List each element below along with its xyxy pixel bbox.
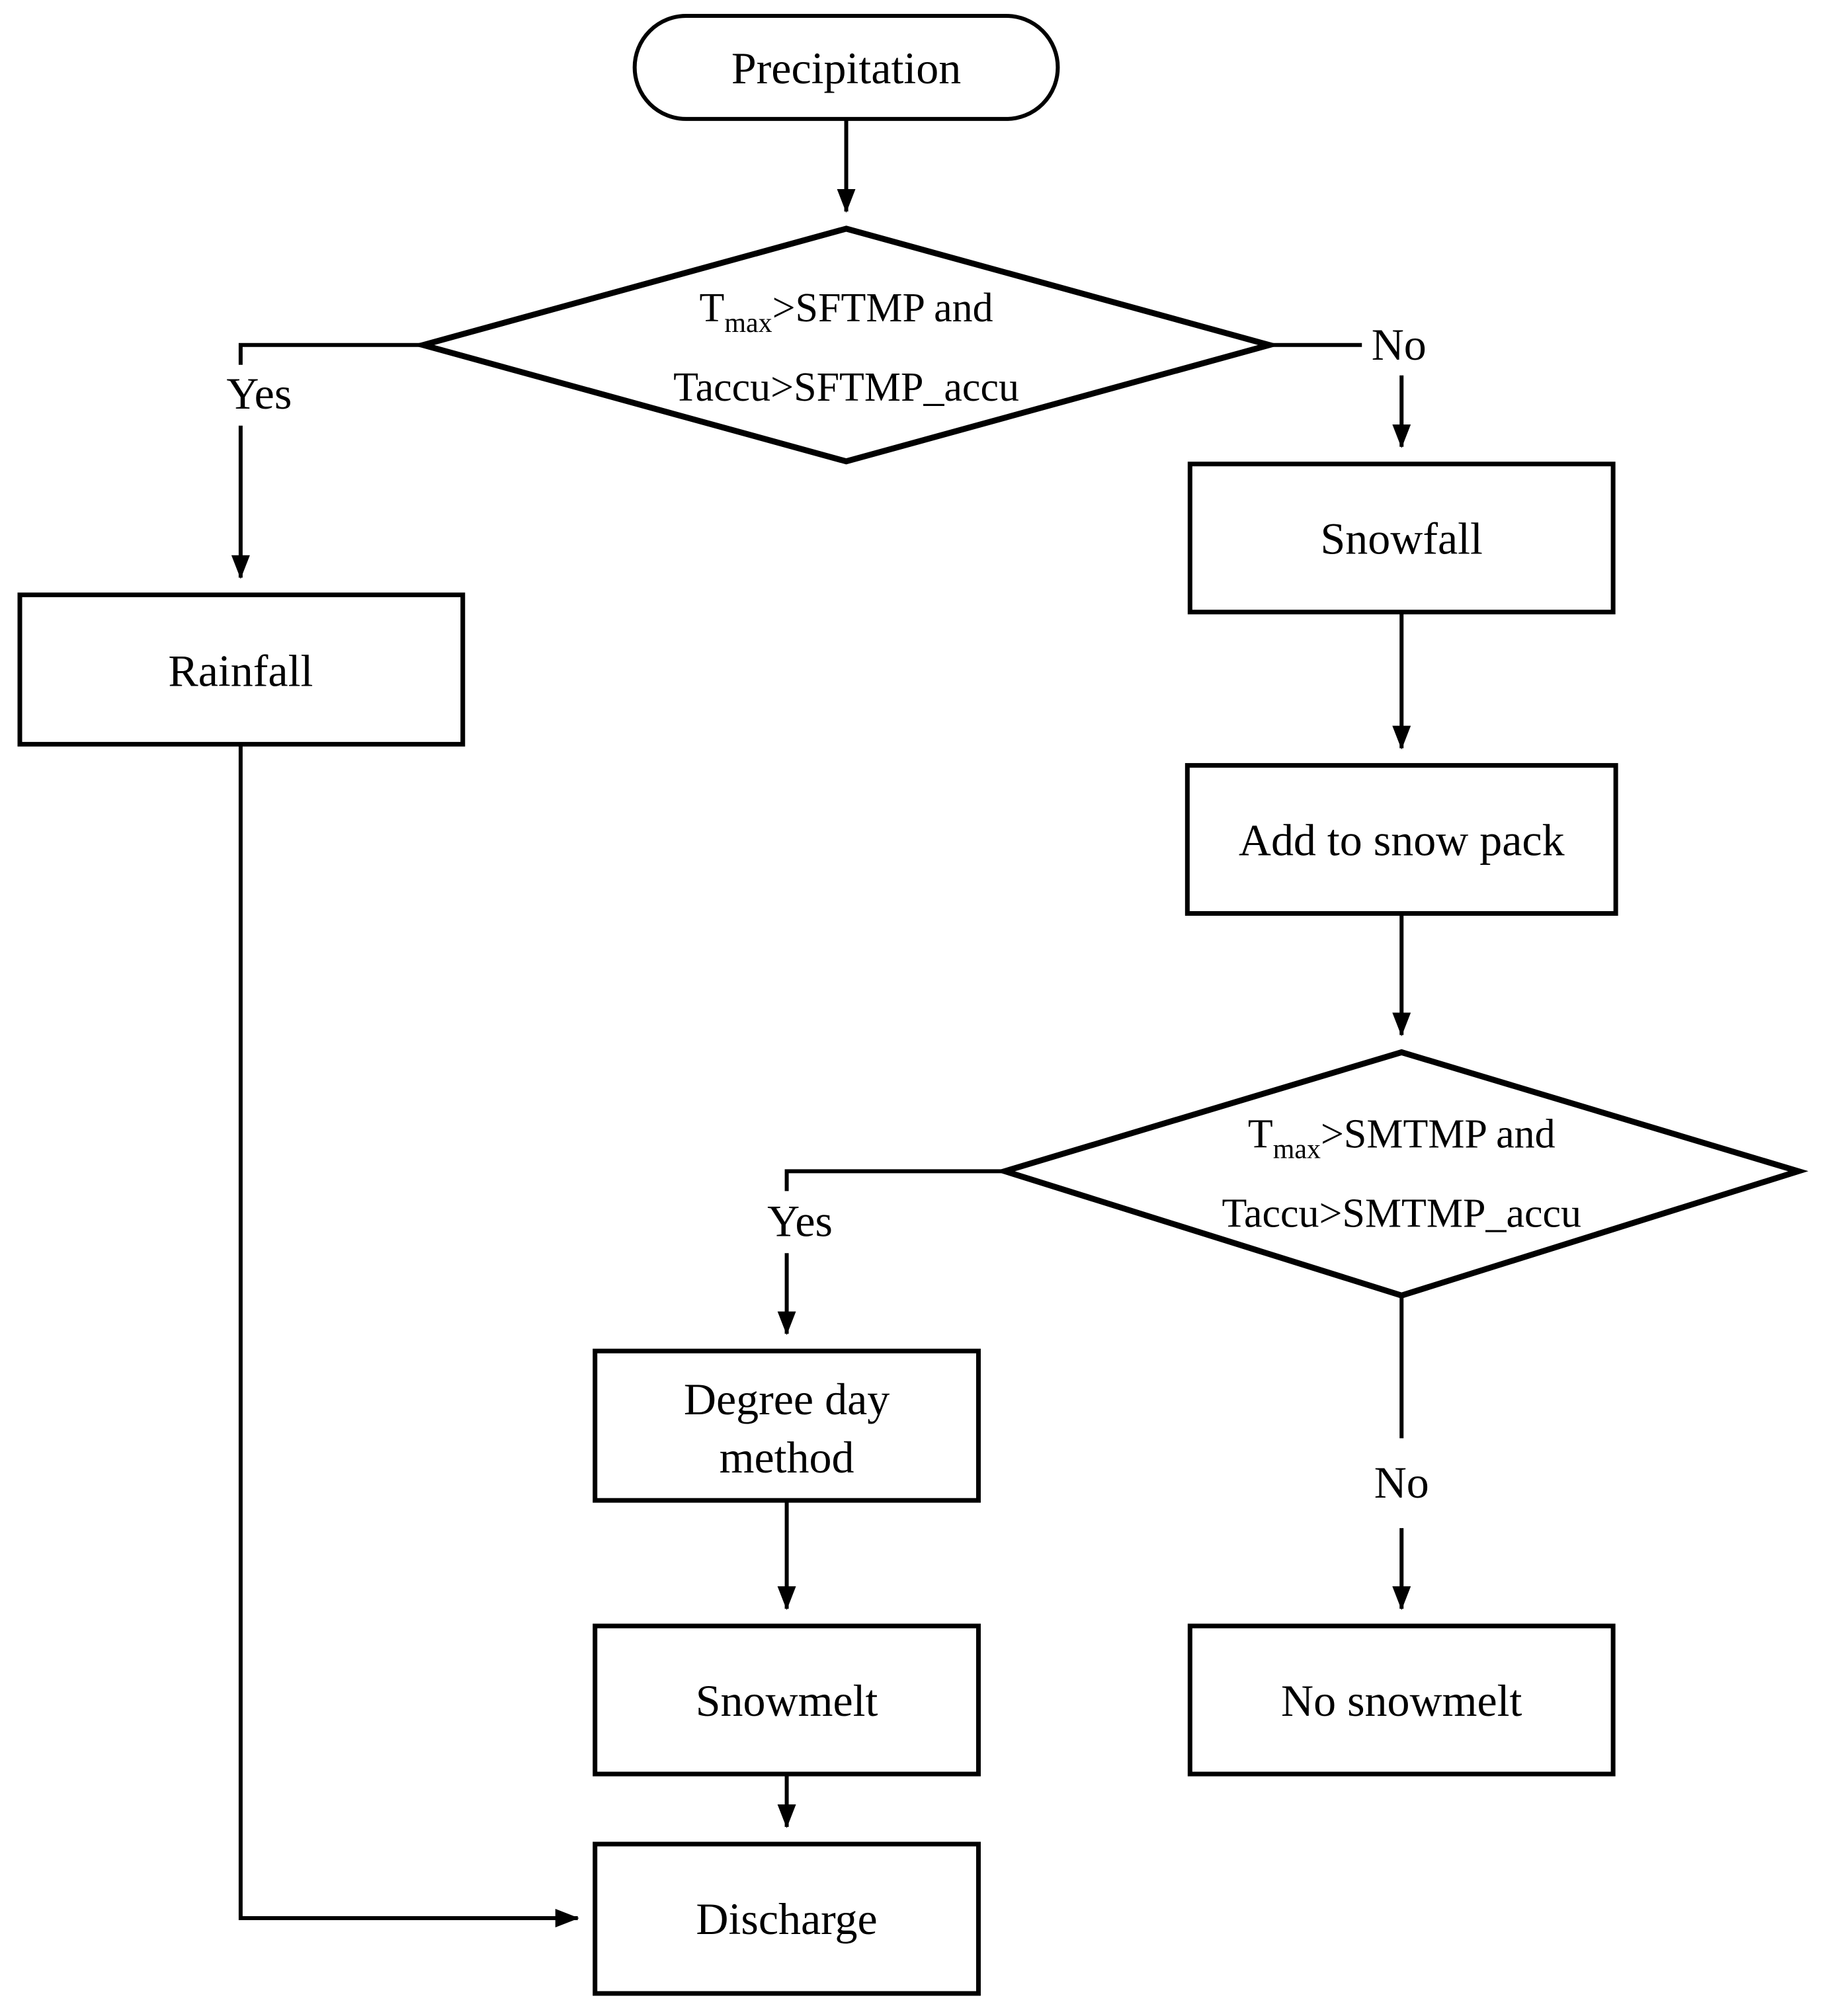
- decision-snowmelt-line1: Tmax>SMTMP and: [1248, 1111, 1556, 1164]
- condition-rest: >SFTMP and: [772, 286, 993, 331]
- edge-decision2-yes: [777, 1169, 1005, 1336]
- node-snowmelt: Snowmelt: [593, 1623, 981, 1777]
- add-to-snow-pack-shape: [1184, 763, 1618, 916]
- condition-rest: >SMTMP and: [1321, 1111, 1556, 1156]
- decision-snowmelt-line2: Taccu>SMTMP_accu: [1222, 1191, 1581, 1236]
- snowfall-shape: [1187, 462, 1616, 615]
- snowmelt-shape: [593, 1623, 981, 1777]
- snowfall-label: Snowfall: [1321, 514, 1483, 564]
- decision1-yes-label: Yes: [226, 368, 292, 419]
- edge-decision1-yes: [231, 343, 423, 579]
- degree-day-method-label-line2: method: [720, 1432, 854, 1482]
- node-discharge: Discharge: [593, 1841, 981, 1996]
- edge-rainfall-to-discharge: [238, 744, 579, 1927]
- rainfall-shape: [17, 592, 466, 747]
- decision-snowfall-shape: [411, 225, 1281, 465]
- node-decision-snowmelt: Tmax>SMTMP and Taccu>SMTMP_accu: [995, 1049, 1809, 1299]
- node-degree-day-method: Degree day method: [593, 1348, 981, 1503]
- node-add-to-snow-pack: Add to snow pack: [1184, 763, 1618, 916]
- node-snowfall: Snowfall: [1187, 462, 1616, 615]
- node-no-snowmelt: No snowmelt: [1187, 1623, 1616, 1777]
- tmax-subscript: max: [1273, 1134, 1321, 1164]
- tmax-t: T: [1248, 1111, 1273, 1156]
- no-snowmelt-shape: [1187, 1623, 1616, 1777]
- discharge-shape: [593, 1841, 981, 1996]
- snowmelt-label: Snowmelt: [696, 1675, 878, 1726]
- decision-snowfall-line2: Taccu>SFTMP_accu: [673, 365, 1019, 410]
- decision-snowmelt-shape: [995, 1049, 1809, 1299]
- add-to-snow-pack-label: Add to snow pack: [1239, 815, 1565, 866]
- tmax-t: T: [699, 286, 724, 331]
- decision2-yes-label: Yes: [767, 1195, 833, 1246]
- precipitation-shape: [632, 13, 1060, 121]
- node-precipitation: Precipitation: [632, 13, 1060, 121]
- decision-snowfall-line1: Tmax>SFTMP and: [699, 286, 993, 339]
- node-decision-snowfall: Tmax>SFTMP and Taccu>SFTMP_accu: [411, 225, 1281, 465]
- edge-decision1-no: [1269, 343, 1411, 448]
- rainfall-label: Rainfall: [168, 646, 313, 696]
- degree-day-method-shape: [593, 1348, 981, 1503]
- degree-day-method-label-line1: Degree day: [684, 1374, 890, 1424]
- tmax-subscript: max: [724, 308, 772, 339]
- discharge-label: Discharge: [696, 1894, 877, 1944]
- node-rainfall: Rainfall: [17, 592, 466, 747]
- decision1-no-label: No: [1372, 319, 1427, 370]
- no-snowmelt-label: No snowmelt: [1281, 1675, 1522, 1726]
- decision2-no-label: No: [1374, 1457, 1429, 1508]
- precipitation-label: Precipitation: [731, 43, 961, 93]
